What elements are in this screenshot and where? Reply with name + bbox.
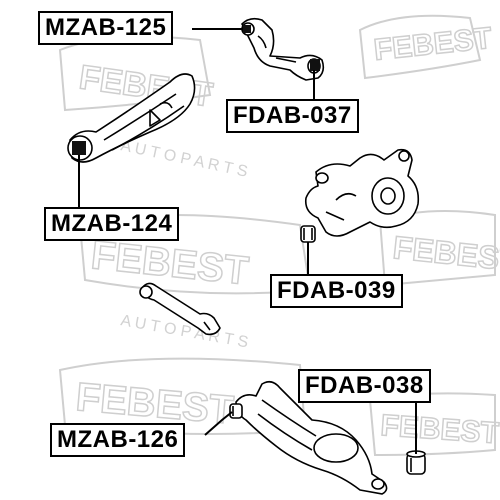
watermark-logo-top-right: FEBEST	[358, 14, 494, 80]
part-lower-spring-arm	[229, 380, 388, 495]
leader-mzab-126	[204, 411, 233, 436]
part-label-mzab-124: MZAB-124	[44, 207, 180, 241]
watermark-brand-4: FEBEST	[391, 229, 500, 278]
part-label-fdab-037: FDAB-037	[226, 99, 359, 133]
leader-lines	[78, 28, 417, 454]
part-label-mzab-125: MZAB-125	[38, 11, 174, 45]
part-label-fdab-039: FDAB-039	[270, 274, 403, 308]
bushing-fdab-038-detail	[406, 450, 426, 475]
bushing-mzab-125	[243, 25, 251, 33]
watermark-brand-6: FEBEST	[380, 409, 500, 450]
part-label-fdab-038: FDAB-038	[298, 369, 431, 403]
part-rear-knuckle	[300, 148, 420, 243]
bushing-fdab-039	[300, 225, 316, 243]
bushing-mzab-124	[72, 141, 86, 155]
bushing-mzab-126	[229, 403, 243, 419]
part-label-mzab-126: MZAB-126	[50, 423, 186, 457]
part-lower-long-arm	[67, 73, 196, 163]
bushing-fdab-037	[310, 59, 320, 71]
part-toe-link	[139, 282, 221, 336]
watermark-tagline-1: A U T O P A R T S	[119, 137, 249, 181]
part-upper-control-arm	[241, 17, 325, 81]
